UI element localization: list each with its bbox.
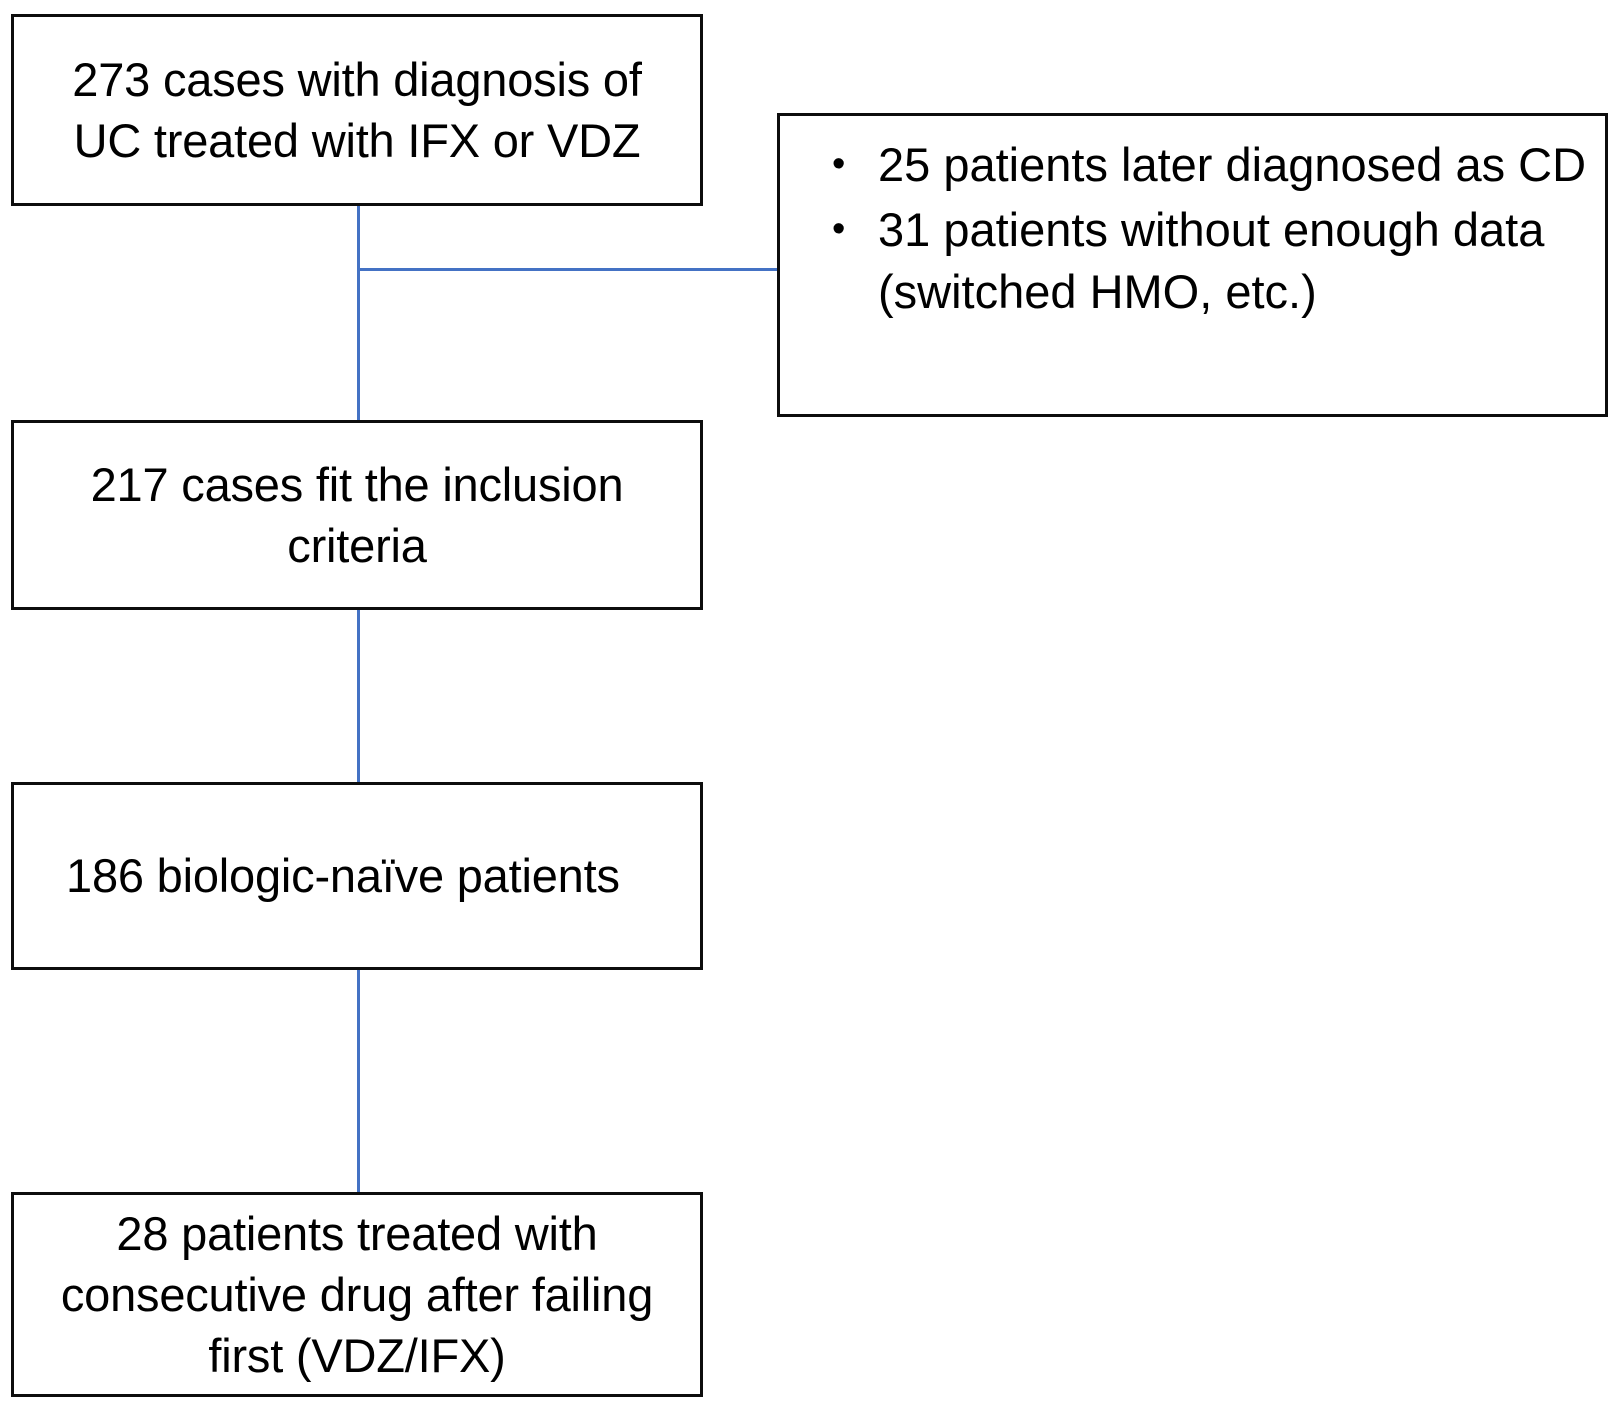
connector-branch-to-exclusions [357, 268, 780, 271]
connector-naive-to-consecutive [357, 970, 360, 1194]
exclusion-item-label: 31 patients without enough data (switche… [878, 202, 1545, 319]
exclusions-list: • 25 patients later diagnosed as CD • 31… [794, 134, 1595, 324]
bullet-icon: • [832, 207, 846, 250]
exclusion-item-label: 25 patients later diagnosed as CD [878, 138, 1587, 191]
node-cases-included-label: 217 cases fit the inclusion criteria [90, 457, 624, 572]
node-consecutive-drug-label: 28 patients treated with consecutive dru… [60, 1206, 654, 1383]
node-exclusions: • 25 patients later diagnosed as CD • 31… [777, 113, 1608, 417]
node-consecutive-drug: 28 patients treated with consecutive dru… [11, 1192, 703, 1397]
node-cases-screened: 273 cases with diagnosis of UC treated w… [11, 14, 703, 206]
connector-screened-to-included [357, 206, 360, 422]
node-cases-included: 217 cases fit the inclusion criteria [11, 420, 703, 610]
list-item: • 31 patients without enough data (switc… [794, 199, 1595, 324]
list-item: • 25 patients later diagnosed as CD [794, 134, 1595, 197]
node-biologic-naive-label: 186 biologic-naïve patients [66, 849, 620, 903]
node-cases-screened-label: 273 cases with diagnosis of UC treated w… [72, 52, 642, 167]
node-biologic-naive: 186 biologic-naïve patients [11, 782, 703, 970]
bullet-icon: • [832, 143, 846, 185]
connector-included-to-naive [357, 610, 360, 784]
